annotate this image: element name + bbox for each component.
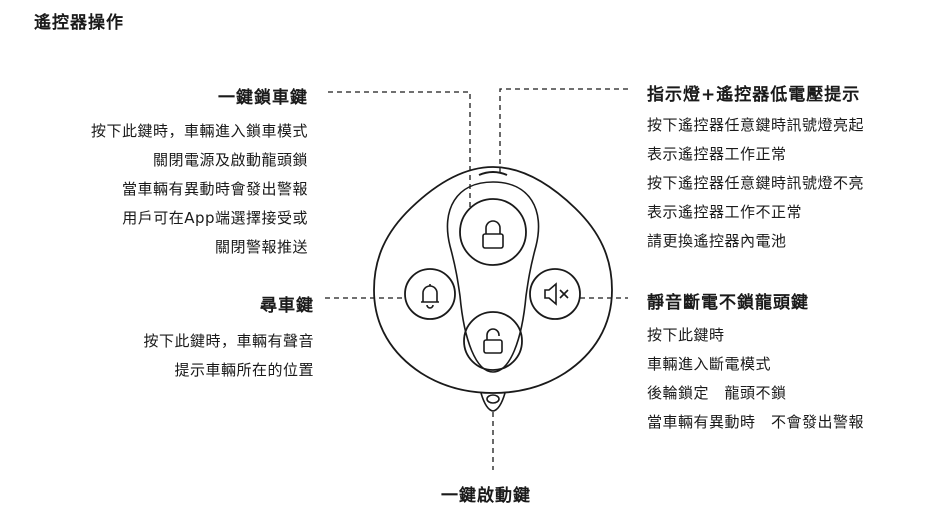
speaker-mute-icon [544, 282, 569, 306]
indicator-light [478, 171, 508, 176]
lock-key-desc-3: 當車輛有異動時會發出警報 [121, 180, 308, 198]
mute-key-desc-2: 車輛進入斷電模式 [647, 355, 772, 373]
indicator-desc-5: 請更換遙控器內電池 [647, 232, 787, 250]
center-groove [446, 181, 540, 373]
page-title: 遙控器操作 [34, 13, 124, 33]
mute-key-desc-1: 按下此鍵時 [647, 326, 725, 344]
lock-key-title: 一鍵鎖車鍵 [218, 88, 308, 108]
lock-key-desc-1: 按下此鍵時，車輛進入鎖車模式 [90, 122, 308, 140]
lock-key-desc-2: 關閉電源及啟動龍頭鎖 [152, 151, 308, 169]
leader-indicator [499, 88, 628, 172]
unlock-icon [483, 328, 503, 354]
start-button[interactable] [463, 311, 523, 371]
indicator-desc-2: 表示遙控器工作正常 [647, 145, 787, 163]
mute-key-desc-3: 後輪鎖定 龍頭不鎖 [647, 384, 787, 402]
keyring-hole [486, 394, 500, 404]
lock-button[interactable] [459, 198, 527, 266]
find-button[interactable] [404, 268, 456, 320]
keyring-tab [480, 392, 506, 412]
indicator-desc-3: 按下遙控器任意鍵時訊號燈不亮 [647, 174, 865, 192]
lock-key-desc-5: 關閉警報推送 [214, 238, 308, 256]
find-key-title: 尋車鍵 [260, 296, 314, 316]
remote-body [373, 166, 613, 394]
start-key-title: 一鍵啟動鍵 [441, 486, 531, 506]
bell-icon [421, 284, 439, 309]
mute-key-desc-4: 當車輛有異動時 不會發出警報 [647, 413, 865, 431]
lock-key-desc-4: 用戶可在App端選擇接受或 [122, 209, 308, 227]
leader-lock [328, 91, 471, 210]
mute-button[interactable] [529, 268, 581, 320]
indicator-desc-1: 按下遙控器任意鍵時訊號燈亮起 [647, 116, 865, 134]
indicator-title: 指示燈+遙控器低電壓提示 [647, 85, 861, 105]
find-key-desc-1: 按下此鍵時，車輛有聲音 [143, 332, 314, 350]
find-key-desc-2: 提示車輛所在的位置 [174, 361, 314, 379]
indicator-desc-4: 表示遙控器工作不正常 [647, 203, 803, 221]
mute-key-title: 靜音斷電不鎖龍頭鍵 [647, 293, 809, 313]
lock-icon [482, 220, 504, 249]
